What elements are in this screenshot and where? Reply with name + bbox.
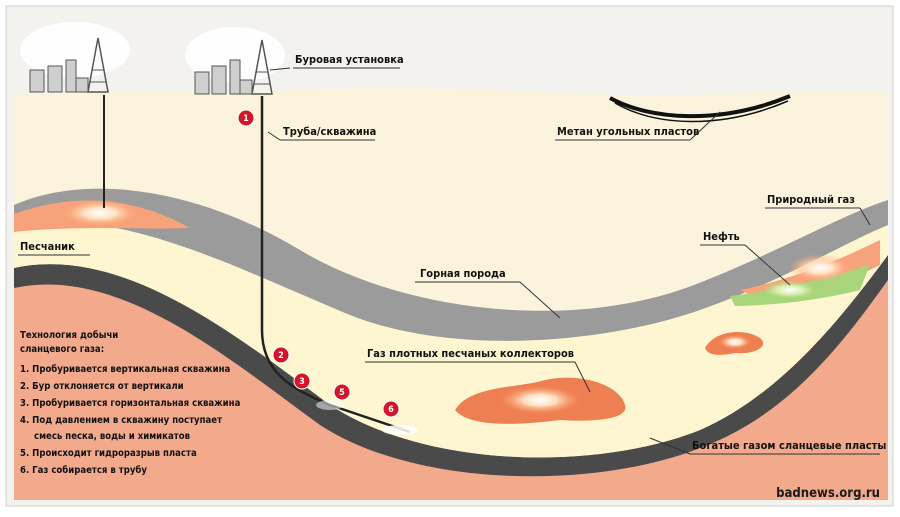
drilling-rig-right bbox=[194, 39, 273, 95]
bottom-layer bbox=[14, 255, 888, 500]
technology-step: 2. Бур отклоняется от вертикали bbox=[20, 381, 184, 392]
marker-3: 3 bbox=[293, 372, 311, 390]
technology-title-1: Технология добычи bbox=[20, 330, 118, 341]
watermark: badnews.org.ru bbox=[776, 486, 880, 501]
drilling-rig-left bbox=[29, 37, 109, 93]
marker-3-label: 3 bbox=[299, 377, 305, 387]
shale-layer bbox=[14, 255, 888, 477]
sandstone-glow bbox=[60, 199, 140, 227]
label-tight-gas: Газ плотных песчаных коллекторов bbox=[367, 347, 574, 360]
technology-step: 6. Газ собирается в трубу bbox=[20, 465, 147, 476]
label-coal-methane: Метан угольных пластов bbox=[557, 125, 699, 138]
marker-1-label: 1 bbox=[243, 114, 249, 124]
coal-seam bbox=[609, 94, 791, 119]
gas-pocket-glow bbox=[719, 335, 751, 349]
technology-step: 5. Происходит гидроразрыв пласта bbox=[20, 448, 197, 459]
coal-seam-edge bbox=[614, 100, 789, 123]
rock-layer bbox=[14, 188, 888, 341]
leader-lines bbox=[18, 67, 880, 455]
marker-2: 2 bbox=[272, 346, 290, 364]
marker-5-label: 5 bbox=[339, 388, 345, 398]
marker-5: 5 bbox=[333, 383, 351, 401]
label-sandstone: Песчаник bbox=[20, 240, 75, 253]
marker-6: 6 bbox=[382, 400, 400, 418]
technology-step: 1. Пробуривается вертикальная скважина bbox=[20, 364, 230, 375]
marker-1: 1 bbox=[237, 109, 255, 127]
technology-step: смесь песка, воды и химикатов bbox=[34, 431, 191, 442]
gas-pocket-glow bbox=[500, 386, 580, 414]
label-drilling-rig: Буровая установка bbox=[295, 53, 404, 66]
fracture-glow bbox=[316, 400, 344, 410]
technology-step: 3. Пробуривается горизонтальная скважина bbox=[20, 398, 241, 409]
label-oil: Нефть bbox=[703, 230, 740, 243]
label-shale: Богатые газом сланцевые пласты bbox=[692, 439, 886, 452]
label-pipe-well: Труба/скважина bbox=[283, 125, 376, 138]
oil-glow bbox=[760, 280, 820, 300]
marker-2-label: 2 bbox=[278, 351, 284, 361]
technology-list: Технология добычи сланцевого газа: 1. Пр… bbox=[20, 330, 241, 476]
steam-cloud bbox=[185, 27, 285, 83]
tight-sandstone-layer bbox=[14, 222, 888, 458]
label-natural-gas: Природный газ bbox=[767, 193, 855, 206]
fracture-glow bbox=[382, 425, 418, 435]
technology-step: 4. Под давлением в скважину поступает bbox=[20, 415, 222, 426]
technology-title-2: сланцевого газа: bbox=[20, 344, 104, 355]
label-rock: Горная порода bbox=[420, 267, 506, 280]
gas-glow bbox=[788, 254, 852, 282]
marker-6-label: 6 bbox=[388, 405, 394, 415]
